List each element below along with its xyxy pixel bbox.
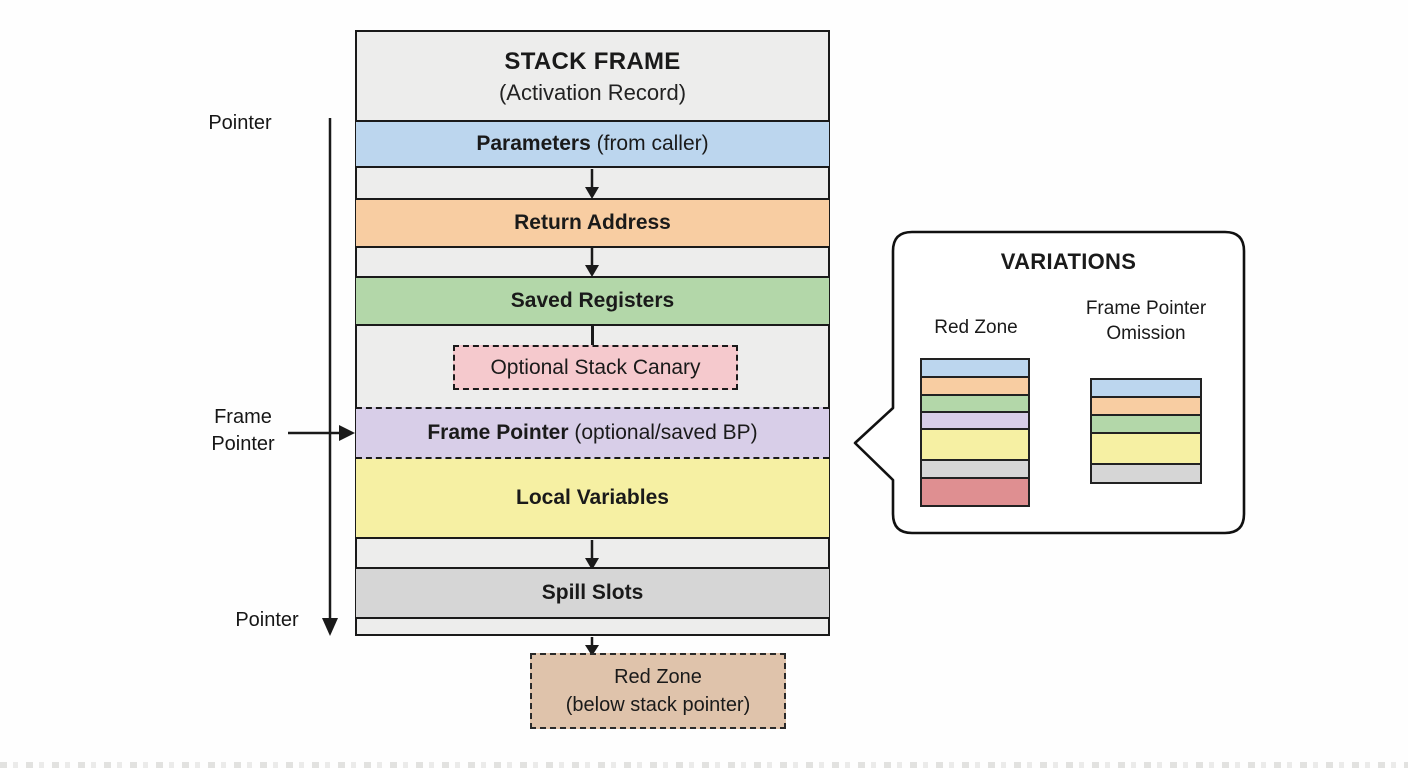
- arrow-down-icon: [585, 637, 599, 656]
- canary-connector-line: [591, 326, 594, 347]
- frame-pointer-label-line2: Pointer: [211, 433, 275, 455]
- frame-pointer-arrow-right-icon: [288, 425, 355, 441]
- spill-slots-row: Spill Slots: [356, 567, 829, 619]
- variation-bar: [920, 376, 1030, 396]
- red-zone-label: Red Zone: [614, 666, 702, 688]
- arrow-down-icon: [585, 540, 599, 570]
- local-variables-row-label: Local Variables: [516, 486, 669, 509]
- optional-stack-canary-box: Optional Stack Canary: [453, 345, 738, 390]
- stack-growth-arrow-down-icon: [322, 118, 338, 636]
- variation-bar: [920, 428, 1030, 461]
- variation-bar: [920, 459, 1030, 479]
- bottom-edge-artifact: [0, 762, 1408, 768]
- frame-pointer-label: Frame Pointer: [163, 404, 323, 458]
- return-address-row: Return Address: [356, 198, 829, 248]
- stack-pointer-bottom-label: Pointer: [235, 609, 299, 631]
- return-address-row-label: Return Address: [514, 211, 671, 234]
- saved-registers-row-label: Saved Registers: [510, 289, 675, 312]
- stack-frame-subtitle: (Activation Record): [498, 80, 687, 105]
- frame-pointer-row-note: (optional/saved BP): [568, 421, 758, 444]
- variation-red-zone-stack: [920, 358, 1030, 507]
- parameters-row-note: (from caller): [590, 132, 709, 155]
- spill-slots-row-label: Spill Slots: [541, 581, 644, 604]
- stack-frame-title: STACK FRAME: [504, 48, 681, 75]
- variation-fpo-label: Frame Pointer Omission: [1085, 298, 1207, 344]
- variation-bar: [1090, 396, 1202, 416]
- red-zone-note: (below stack pointer): [565, 694, 751, 716]
- stack-frame-box: STACK FRAME (Activation Record) Paramete…: [355, 30, 830, 636]
- variation-bar: [1090, 463, 1202, 484]
- variations-callout: VARIATIONS Red Zone Frame Pointer Omissi…: [853, 230, 1247, 536]
- stack-pointer-top-label: Pointer: [208, 112, 272, 134]
- arrow-down-icon: [585, 169, 599, 199]
- frame-pointer-label-line1: Frame: [214, 406, 272, 428]
- optional-stack-canary-label: Optional Stack Canary: [490, 355, 701, 379]
- saved-registers-row: Saved Registers: [356, 276, 829, 326]
- frame-pointer-row: Frame Pointer (optional/saved BP): [356, 407, 829, 459]
- local-variables-row: Local Variables: [356, 459, 829, 539]
- variation-bar: [1090, 432, 1202, 465]
- variation-bar: [1090, 378, 1202, 398]
- frame-pointer-row-label: Frame Pointer: [427, 421, 569, 444]
- arrow-down-icon: [585, 247, 599, 277]
- variation-bar: [1090, 414, 1202, 434]
- stack-frame-header: STACK FRAME (Activation Record): [357, 32, 828, 108]
- variations-title: VARIATIONS: [1000, 249, 1137, 274]
- variation-fpo-stack: [1090, 378, 1202, 484]
- variation-red-zone-label: Red Zone: [934, 317, 1018, 338]
- variation-bar: [920, 477, 1030, 507]
- parameters-row: Parameters (from caller): [356, 120, 829, 168]
- parameters-row-label: Parameters: [476, 132, 591, 155]
- red-zone-box: Red Zone (below stack pointer): [530, 653, 786, 729]
- variation-bar: [920, 358, 1030, 378]
